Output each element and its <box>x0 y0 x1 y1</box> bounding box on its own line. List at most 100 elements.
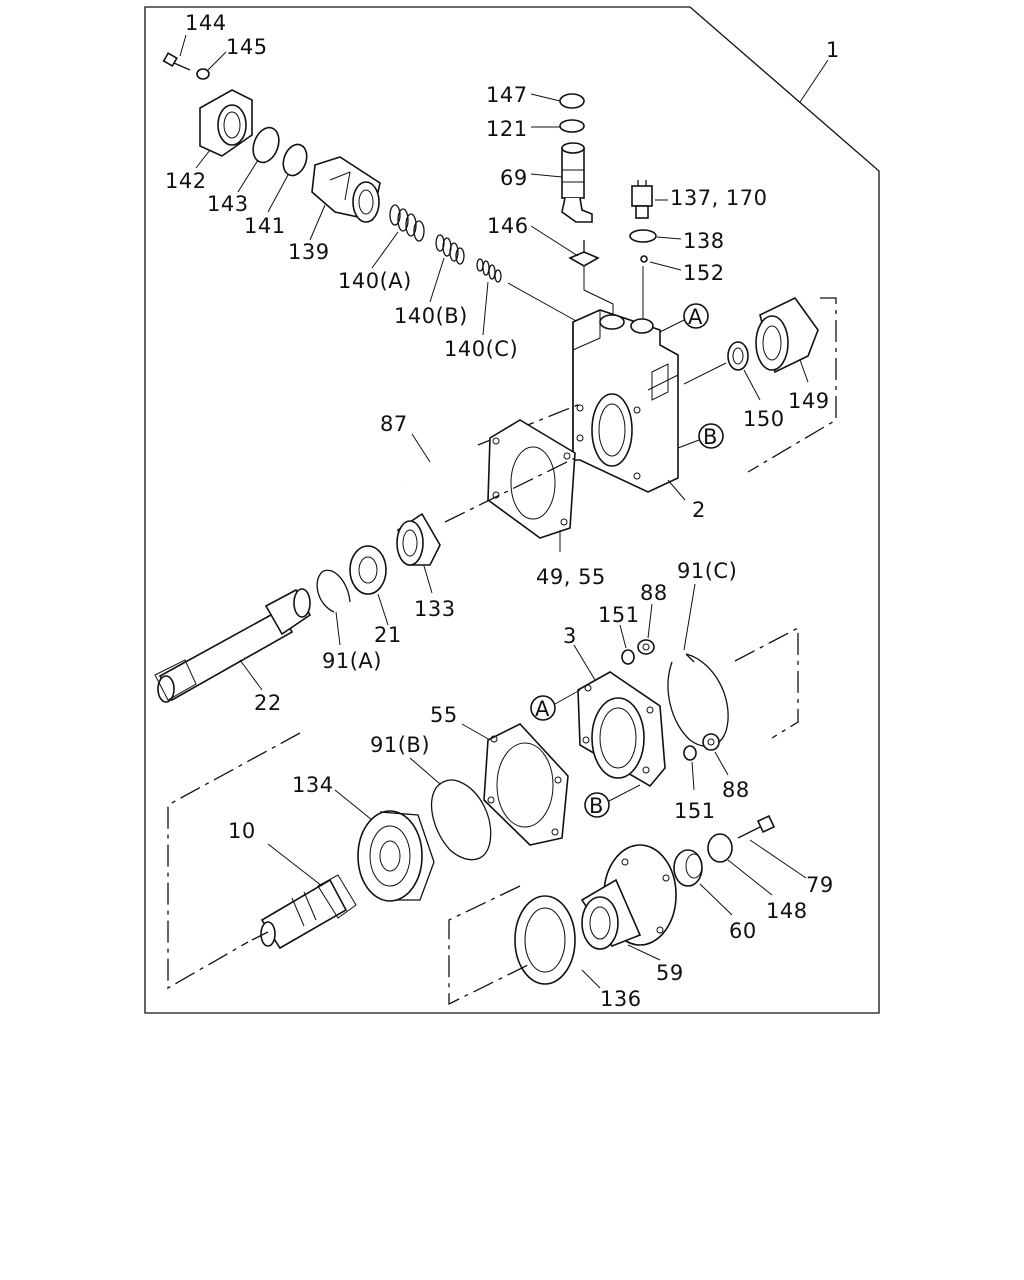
leader-151-bottom <box>691 761 695 791</box>
guide-146 <box>583 266 614 322</box>
diagram-frame <box>144 6 880 1014</box>
part-152-ball <box>640 255 648 263</box>
label-22: 22 <box>254 691 282 715</box>
leader-134 <box>334 789 373 821</box>
svg-text:A: A <box>688 305 703 329</box>
label-146: 146 <box>487 214 529 238</box>
label-3: 3 <box>563 624 577 648</box>
label-69: 69 <box>500 166 528 190</box>
part-91a-snap-ring <box>316 569 351 613</box>
axis-line-gasket <box>444 457 576 523</box>
label-91c: 91(C) <box>677 559 737 583</box>
axis-line-springs <box>507 282 579 323</box>
label-139: 139 <box>288 240 330 264</box>
label-137: 137, 170 <box>670 186 768 210</box>
part-151-washer-top <box>621 649 635 665</box>
leader-91b <box>409 757 441 785</box>
label-134: 134 <box>292 773 334 797</box>
leader-141 <box>267 174 289 213</box>
label-148: 148 <box>766 899 808 923</box>
part-69-valve-spool <box>561 142 593 223</box>
label-138: 138 <box>683 229 725 253</box>
bracket-136 <box>448 885 531 1006</box>
label-21: 21 <box>374 623 402 647</box>
label-151-bottom: 151 <box>674 799 716 823</box>
ref-b-top: B <box>698 423 724 449</box>
leader-146 <box>530 225 579 257</box>
leader-139 <box>309 204 326 241</box>
label-60: 60 <box>729 919 757 943</box>
part-140a-spring <box>389 204 425 242</box>
label-49-55: 49, 55 <box>536 565 606 589</box>
leader-88-bottom <box>714 751 729 776</box>
part-21-bearing <box>349 545 387 595</box>
leader-91c <box>683 583 696 651</box>
label-2: 2 <box>692 498 706 522</box>
label-133: 133 <box>414 597 456 621</box>
leader-87 <box>411 433 431 463</box>
leader-145 <box>207 51 227 71</box>
part-145-washer <box>196 68 210 80</box>
label-79: 79 <box>806 873 834 897</box>
leader-22 <box>239 659 263 691</box>
leader-88-top <box>647 603 653 639</box>
label-55: 55 <box>430 703 458 727</box>
part-144-bolt <box>162 52 191 71</box>
bracket-10 <box>167 732 301 990</box>
leader-138 <box>656 236 682 240</box>
part-87-stud <box>401 443 479 487</box>
part-22-shaft <box>154 588 312 703</box>
label-assembly-1: 1 <box>826 38 840 62</box>
leader-140b <box>429 257 445 303</box>
part-59-flange <box>580 844 677 950</box>
bracket-91c <box>734 626 799 739</box>
part-79-bolt <box>737 814 776 839</box>
leader-149 <box>799 359 809 383</box>
leader-91a <box>335 611 341 646</box>
part-151-washer-bottom <box>683 745 697 761</box>
ref-b-bottom: B <box>584 792 610 818</box>
part-138-washer <box>629 229 657 243</box>
label-136: 136 <box>600 987 642 1011</box>
leader-151-top <box>619 624 627 649</box>
leader-79 <box>749 839 807 879</box>
leader-142 <box>195 149 211 169</box>
ref-a-bottom: A <box>530 695 556 721</box>
part-60-plug <box>673 849 703 887</box>
label-145: 145 <box>226 35 268 59</box>
label-143: 143 <box>207 192 249 216</box>
ref-a-top-leader <box>659 319 685 333</box>
leader-21 <box>377 593 389 626</box>
leader-2 <box>667 479 686 501</box>
leader-69 <box>530 173 563 178</box>
label-87: 87 <box>380 412 408 436</box>
leader-150 <box>743 369 761 401</box>
part-149-bearing <box>755 296 819 374</box>
label-151-top: 151 <box>598 603 640 627</box>
part-140b-spring <box>435 234 465 265</box>
part-143-o-ring <box>252 126 280 164</box>
label-149: 149 <box>788 389 830 413</box>
leader-10 <box>267 843 323 887</box>
part-91b-snap-ring <box>430 779 492 861</box>
part-2-housing <box>572 309 679 493</box>
label-142: 142 <box>165 169 207 193</box>
part-136-oil-seal <box>514 895 576 985</box>
label-152: 152 <box>683 261 725 285</box>
label-91b: 91(B) <box>370 733 430 757</box>
part-3-cover <box>577 671 666 788</box>
part-121-snap-ring <box>559 119 585 133</box>
leader-60 <box>699 883 733 916</box>
label-59: 59 <box>656 961 684 985</box>
part-10-gear-shaft <box>251 874 357 950</box>
leader-1 <box>799 59 829 103</box>
label-10: 10 <box>228 819 256 843</box>
label-140c: 140(C) <box>444 337 518 361</box>
part-91c-snap-ring <box>667 653 729 748</box>
part-134-bearing <box>357 810 435 902</box>
part-139-piston <box>311 156 381 223</box>
label-140a: 140(A) <box>338 269 412 293</box>
part-55-gasket <box>483 723 569 846</box>
label-144: 144 <box>185 11 227 35</box>
